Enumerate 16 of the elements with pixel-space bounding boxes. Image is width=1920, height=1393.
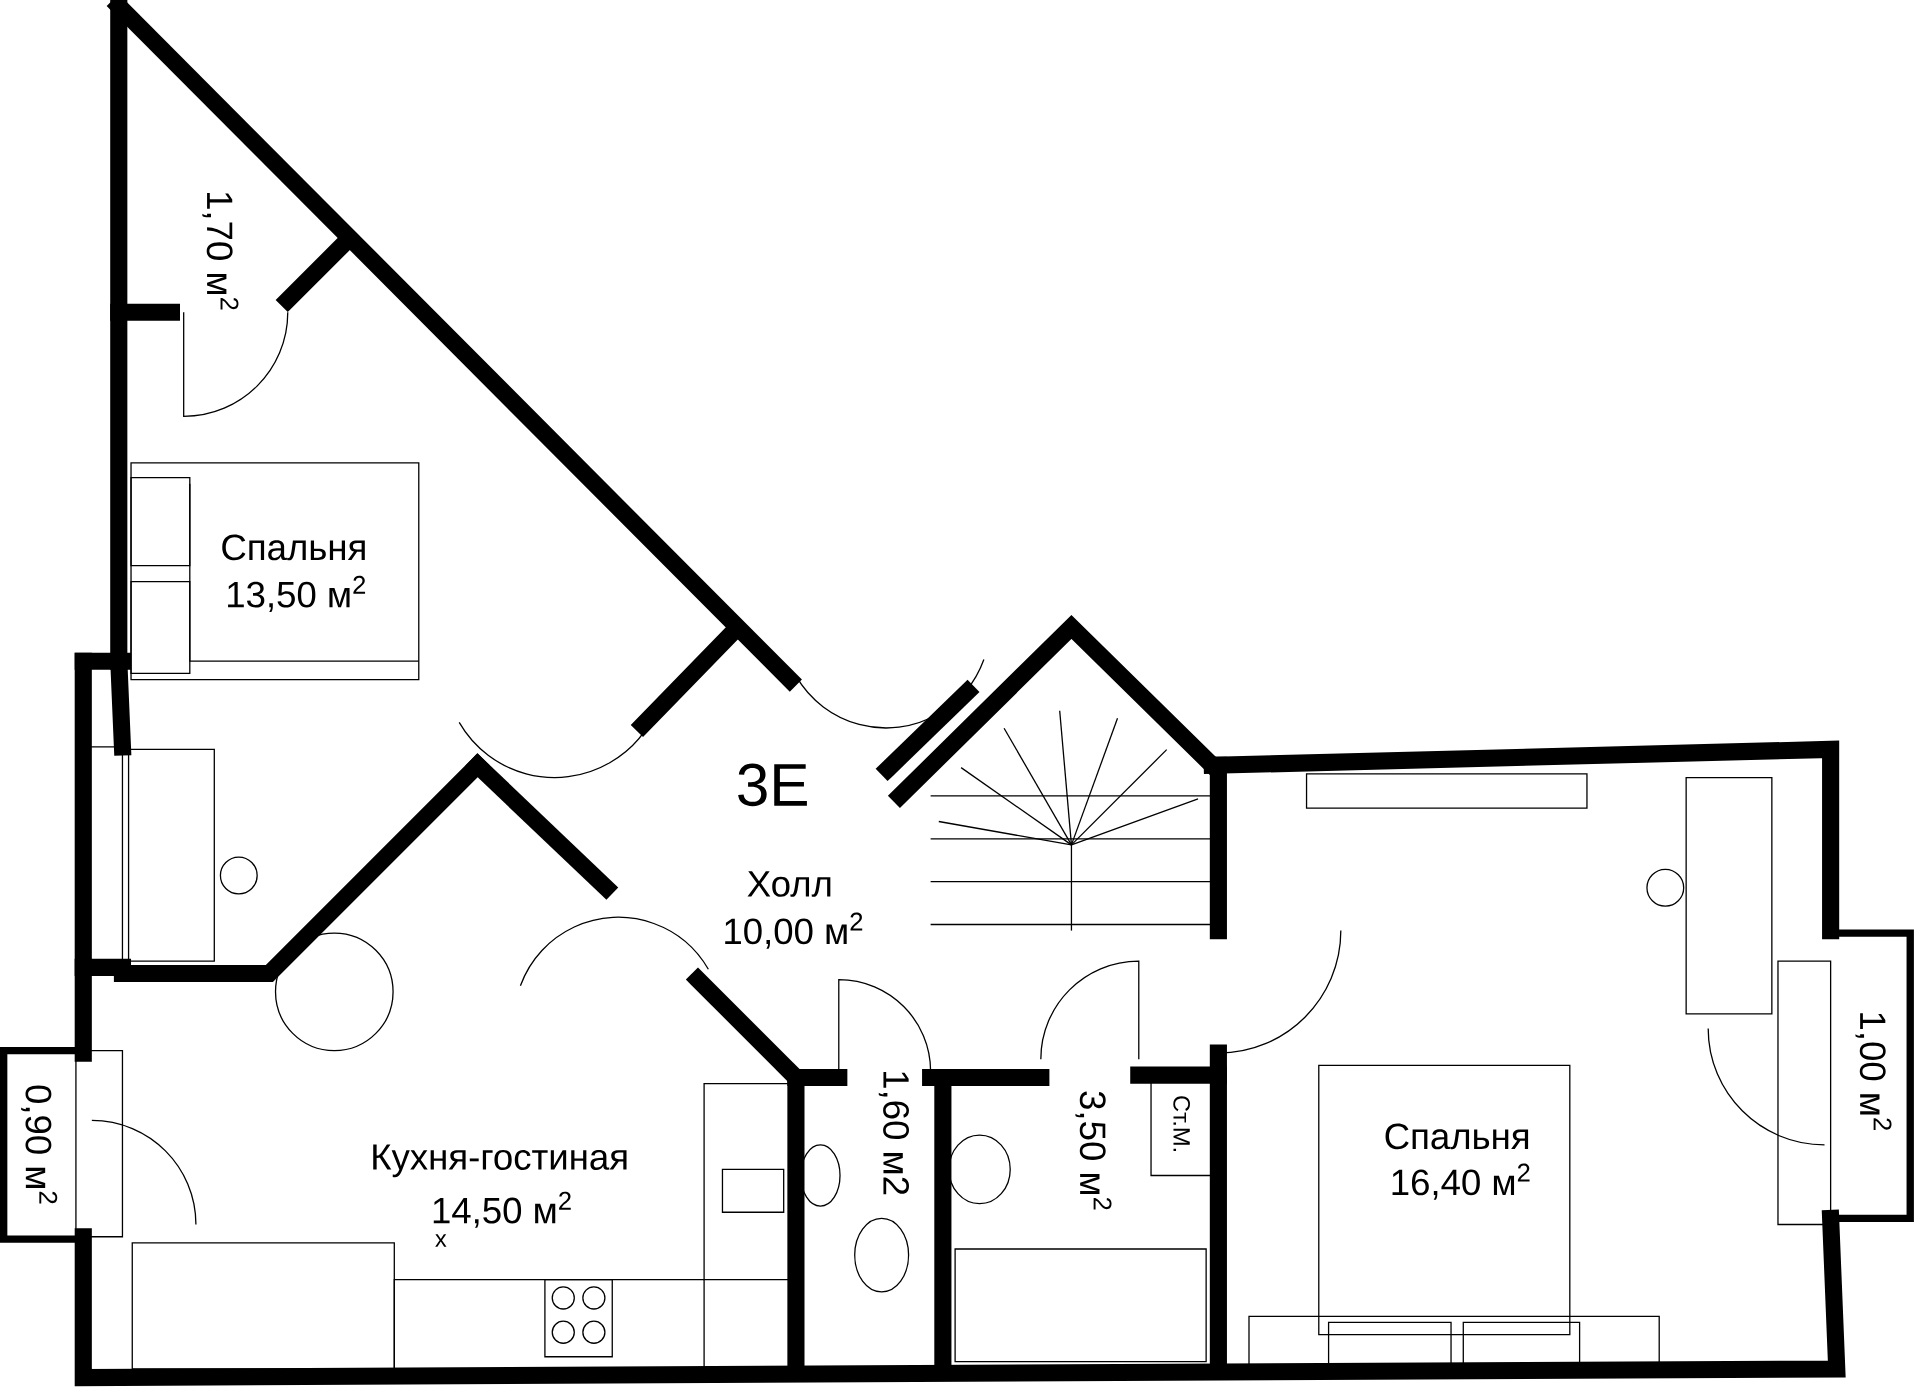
room-name: Холл [747, 871, 831, 897]
room-name: Спальня [222, 534, 365, 561]
area-label: 0,90 м$^{2}$ [21, 1085, 58, 1204]
fridge-mark: х [435, 1233, 447, 1247]
area-label: 10,00 м$^{2}$ [725, 912, 863, 949]
area-label: 1,70 м$^{2}$ [202, 192, 239, 310]
area-label: 1,60 м2 [878, 1071, 909, 1194]
area-label: 16,40 м$^{2}$ [1392, 1163, 1530, 1200]
area-label: 1,00 м$^{2}$ [1855, 1013, 1892, 1130]
cabinet-label: Ст.М. [1173, 1096, 1190, 1151]
room-name: Кухня-гостиная [373, 1144, 627, 1177]
room-name: Спальня [1385, 1123, 1529, 1150]
area-label: 13,50 м$^{2}$ [228, 575, 366, 612]
area-label: 14,50 м$^{2}$ [433, 1191, 571, 1228]
area-label: 3,50 м$^{2}$ [1075, 1091, 1112, 1210]
apartment-number: 3E [738, 763, 807, 806]
